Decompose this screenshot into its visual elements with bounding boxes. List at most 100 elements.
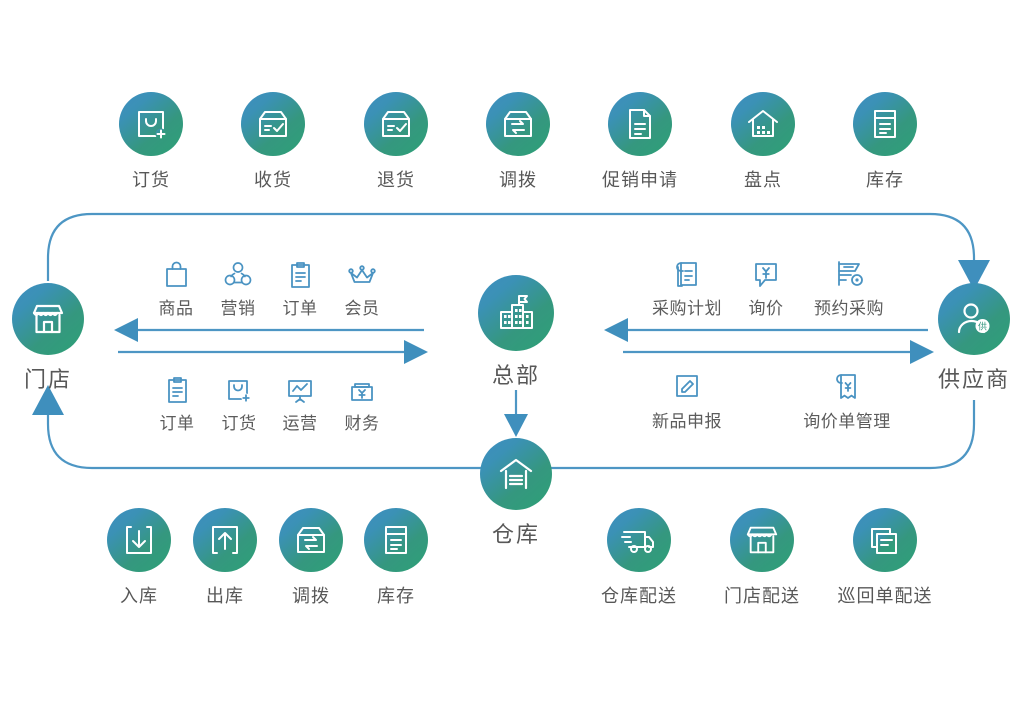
- store-to-hq-arrow-lower: [118, 340, 428, 364]
- bottom-left-item-label: 出库: [206, 586, 244, 606]
- return-box-check-icon: [364, 92, 428, 156]
- hq-supplier-lower-item-0[interactable]: 新品申报: [632, 368, 742, 432]
- order-bag-plus-icon: [119, 92, 183, 156]
- bottom-right-item-label: 门店配送: [724, 586, 800, 606]
- bottom-left-item-label: 库存: [377, 586, 415, 606]
- store-to-supplier-outer-top-path: [46, 212, 990, 290]
- mini-label: 运营: [282, 414, 318, 433]
- mini-label: 会员: [344, 299, 380, 318]
- mini-label: 营销: [220, 299, 256, 318]
- store-hq-upper-item-2[interactable]: 订单: [245, 255, 355, 319]
- hub-label: 门店: [23, 367, 72, 392]
- hub-headquarters[interactable]: 总部: [436, 275, 596, 390]
- scheduled-purchase-icon: [794, 255, 904, 289]
- mini-label: 采购计划: [652, 299, 722, 318]
- hq-supplier-upper-item-1[interactable]: 询价: [711, 255, 821, 319]
- operations-chart-board-icon: [245, 370, 355, 404]
- mini-label: 订货: [221, 414, 257, 433]
- store-hq-upper-item-0[interactable]: 商品: [121, 255, 231, 319]
- bottom-right-item-label: 仓库配送: [601, 586, 677, 606]
- top-item-label: 退货: [377, 170, 415, 190]
- store-hq-upper-item-3[interactable]: 会员: [307, 255, 417, 319]
- top-item-label: 促销申请: [602, 170, 678, 190]
- hub-label: 供应商: [937, 367, 1010, 392]
- inventory-box-lines-icon: [853, 92, 917, 156]
- clipboard-order-icon: [122, 370, 232, 404]
- storefront-icon: [730, 508, 794, 572]
- top-item-label: 订货: [132, 170, 170, 190]
- promotion-document-icon: [608, 92, 672, 156]
- bottom-right-item-2[interactable]: 巡回单配送: [815, 508, 955, 608]
- top-item-5[interactable]: 盘点: [693, 92, 833, 192]
- store-hq-upper-item-1[interactable]: 营销: [183, 255, 293, 319]
- store-hq-lower-item-3[interactable]: 财务: [307, 370, 417, 434]
- top-item-6[interactable]: 库存: [815, 92, 955, 192]
- stocktake-house-icon: [731, 92, 795, 156]
- warehouse-icon: [480, 438, 552, 510]
- hub-supplier[interactable]: 供 供应商: [894, 283, 1025, 394]
- transfer-box-arrows-icon: [279, 508, 343, 572]
- mini-label: 商品: [158, 299, 194, 318]
- hub-label: 总部: [491, 363, 540, 388]
- hq-to-warehouse-arrow: [504, 390, 528, 437]
- hq-supplier-upper-item-2[interactable]: 预约采购: [794, 255, 904, 319]
- bottom-right-item-label: 巡回单配送: [837, 586, 933, 606]
- delivery-truck-icon: [607, 508, 671, 572]
- bottom-left-item-2[interactable]: 调拨: [241, 508, 381, 608]
- receive-box-check-icon: [241, 92, 305, 156]
- purchase-plan-icon: [632, 255, 742, 289]
- top-item-2[interactable]: 退货: [326, 92, 466, 192]
- new-product-pencil-icon: [632, 368, 742, 402]
- top-item-label: 调拨: [499, 170, 537, 190]
- bottom-left-item-3[interactable]: 库存: [326, 508, 466, 608]
- hub-warehouse[interactable]: 仓库: [436, 438, 596, 549]
- top-item-1[interactable]: 收货: [203, 92, 343, 192]
- store-hq-lower-item-0[interactable]: 订单: [122, 370, 232, 434]
- inbound-arrow-down-icon: [107, 508, 171, 572]
- clipboard-order-icon: [245, 255, 355, 289]
- multi-document-icon: [853, 508, 917, 572]
- store-hq-lower-item-2[interactable]: 运营: [245, 370, 355, 434]
- marketing-people-icon: [183, 255, 293, 289]
- top-item-label: 收货: [254, 170, 292, 190]
- price-inquiry-yen-icon: [711, 255, 821, 289]
- top-item-label: 盘点: [744, 170, 782, 190]
- mini-label: 询价单管理: [803, 412, 891, 431]
- inquiry-sheet-manage-icon: [792, 368, 902, 402]
- top-item-label: 库存: [866, 170, 904, 190]
- top-item-4[interactable]: 促销申请: [570, 92, 710, 192]
- finance-yen-box-icon: [307, 370, 417, 404]
- headquarters-building-icon: [478, 275, 554, 351]
- order-bag-plus-icon: [184, 370, 294, 404]
- bottom-right-item-1[interactable]: 门店配送: [692, 508, 832, 608]
- hub-label: 仓库: [491, 522, 540, 547]
- hq-to-store-arrow-upper: [114, 318, 424, 342]
- supplier-to-hq-arrow-upper: [604, 318, 928, 342]
- inventory-box-lines-icon: [364, 508, 428, 572]
- top-item-3[interactable]: 调拨: [448, 92, 588, 192]
- outbound-arrow-up-icon: [193, 508, 257, 572]
- supplier-person-icon: 供: [938, 283, 1010, 355]
- mini-label: 订单: [282, 299, 318, 318]
- top-item-0[interactable]: 订货: [81, 92, 221, 192]
- hq-supplier-lower-item-1[interactable]: 询价单管理: [792, 368, 902, 432]
- hq-to-supplier-arrow-lower: [623, 340, 934, 364]
- shopping-bag-icon: [121, 255, 231, 289]
- bottom-left-item-label: 入库: [120, 586, 158, 606]
- hub-store[interactable]: 门店: [0, 283, 128, 394]
- hq-supplier-upper-item-0[interactable]: 采购计划: [632, 255, 742, 319]
- bottom-left-item-0[interactable]: 入库: [69, 508, 209, 608]
- bottom-right-item-0[interactable]: 仓库配送: [569, 508, 709, 608]
- transfer-box-arrows-icon: [486, 92, 550, 156]
- bottom-left-item-1[interactable]: 出库: [155, 508, 295, 608]
- mini-label: 询价: [748, 299, 784, 318]
- mini-label: 订单: [159, 414, 195, 433]
- svg-text:供: 供: [978, 320, 987, 331]
- mini-label: 预约采购: [814, 299, 884, 318]
- crown-member-icon: [307, 255, 417, 289]
- storefront-icon: [12, 283, 84, 355]
- bottom-left-item-label: 调拨: [292, 586, 330, 606]
- mini-label: 新品申报: [652, 412, 722, 431]
- store-hq-lower-item-1[interactable]: 订货: [184, 370, 294, 434]
